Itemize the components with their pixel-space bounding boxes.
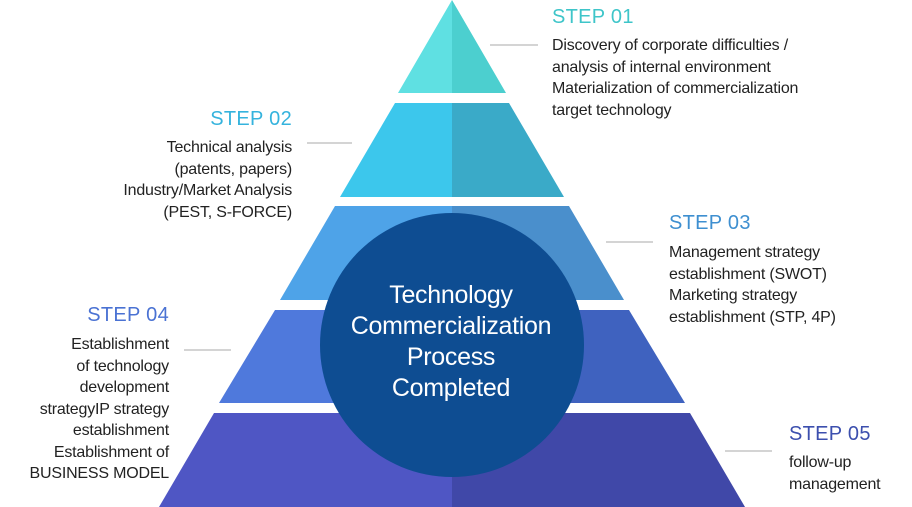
step-02-line: (PEST, S-FORCE) [163,203,292,221]
center-label: Technology Commercialization Process Com… [320,280,582,404]
step-02-description: Technical analysis (patents, papers) Ind… [123,137,292,223]
step-01-line: Materialization of commercialization [552,80,799,97]
step-04-line: establishment [72,422,169,439]
step-04-line: of technology [76,357,169,375]
step-04-line: Establishment of [53,443,169,461]
center-label-line: Process [406,343,496,371]
step-03-title: STEP 03 [669,212,751,234]
center-label-line: Commercialization [350,312,552,340]
pyramid-tier-1-right [452,0,506,93]
step-03-line: establishment (SWOT) [669,265,827,283]
step-02-line: (patents, papers) [174,160,292,178]
center-label-line: Completed [391,374,511,402]
step-02-title: STEP 02 [210,108,292,130]
pyramid-tier-2-left [340,103,452,197]
pyramid-tier-1-left [398,0,452,93]
step-04-line: Establishment [71,336,169,353]
step-04-line: BUSINESS MODEL [29,465,170,482]
step-01-line: target technology [552,101,672,119]
center-circle [320,213,584,477]
step-03-line: Management strategy [669,244,820,261]
step-02-line: Technical analysis [166,139,293,156]
step-05-line: follow-up [789,454,852,471]
step-05-line: management [789,475,881,493]
step-03-description: Management strategy establishment (SWOT)… [669,242,836,328]
step-01-description: Discovery of corporate difficulties / an… [552,35,798,121]
pyramid-tier-2-right [452,103,564,197]
center-label-line: Technology [389,281,513,309]
step-05-title: STEP 05 [789,423,871,445]
step-03-line: establishment (STP, 4P) [669,308,836,326]
step-04-title: STEP 04 [87,304,169,326]
step-04-line: development [79,379,170,396]
step-03-line: Marketing strategy [669,287,798,304]
step-05-description: follow-up management [789,452,881,495]
step-04-line: strategyIP strategy [39,400,170,418]
step-02-line: Industry/Market Analysis [123,182,292,199]
step-01-line: Discovery of corporate difficulties / [552,37,788,54]
step-01-line: analysis of internal environment [552,58,771,76]
step-01-title: STEP 01 [552,6,634,28]
step-04-description: Establishment of technology development … [29,334,170,485]
